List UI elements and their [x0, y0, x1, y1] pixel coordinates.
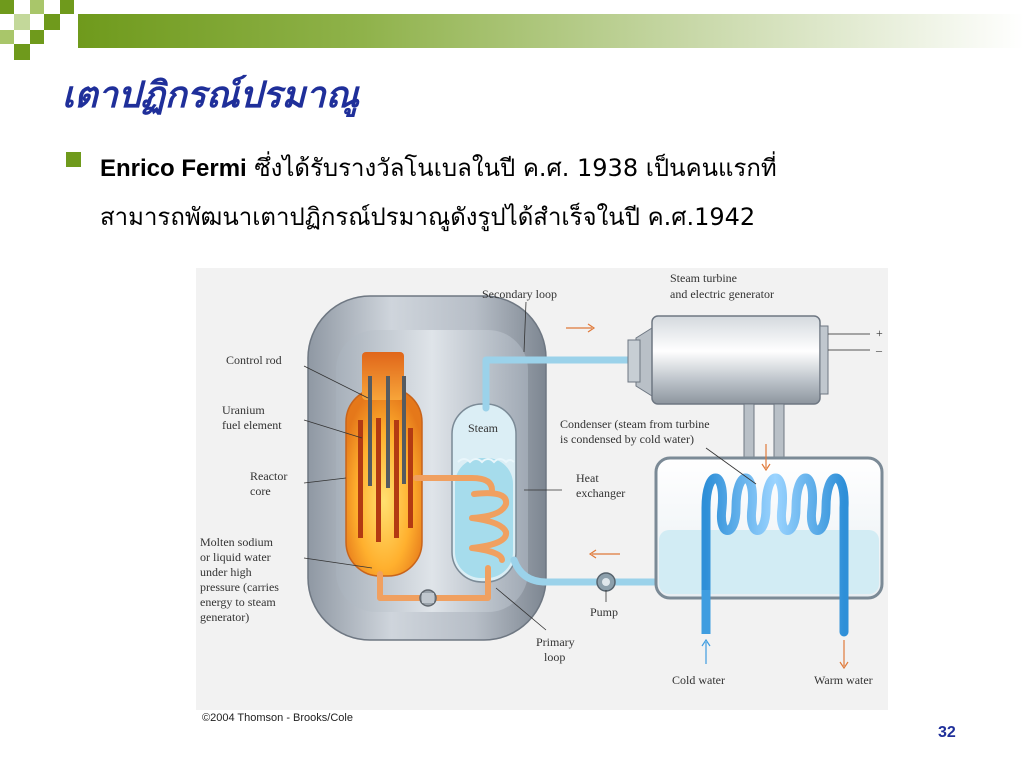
condenser: [654, 403, 884, 637]
reactor-diagram: Secondary loop Steam turbine and electri…: [196, 268, 888, 710]
reactor-core: [345, 352, 423, 577]
label-condenser-1: Condenser (steam from turbine: [560, 417, 710, 431]
label-condenser-2: is condensed by cold water): [560, 432, 694, 446]
label-reactor-1: Reactor: [250, 469, 287, 483]
label-steam-turbine-2: and electric generator: [670, 287, 774, 301]
label-molten-5: energy to steam: [200, 595, 276, 609]
label-molten-6: generator): [200, 610, 249, 624]
slide-number: 32: [938, 724, 956, 741]
bullet-line-2: สามารถพัฒนาเตาปฏิกรณ์ปรมาณูดังรูปได้สำเร…: [100, 203, 756, 231]
bullet-line-1: Enrico Fermi ซึ่งได้รับรางวัลโนเบลในปี ค…: [100, 144, 1000, 193]
label-uranium-1: Uranium: [222, 403, 265, 417]
slide-title: เตาปฏิกรณ์ปรมาณู: [62, 74, 359, 116]
label-control-rod: Control rod: [226, 353, 282, 367]
corner-decoration: [0, 0, 74, 60]
label-uranium-2: fuel element: [222, 418, 282, 432]
label-molten-1: Molten sodium: [200, 535, 274, 549]
secondary-loop: [482, 356, 660, 586]
label-secondary-loop: Secondary loop: [482, 287, 557, 301]
bullet-name: Enrico Fermi: [100, 155, 247, 182]
label-pump: Pump: [590, 605, 618, 619]
bullet-text: Enrico Fermi ซึ่งได้รับรางวัลโนเบลในปี ค…: [100, 144, 1000, 241]
label-primary-loop-1: Primary: [536, 635, 575, 649]
label-steam: Steam: [468, 421, 499, 435]
flow-arrows: [566, 323, 849, 670]
control-rod: [368, 376, 372, 486]
label-molten-3: under high: [200, 565, 252, 579]
label-cold-water: Cold water: [672, 673, 725, 687]
bullet-square-icon: [66, 152, 81, 167]
label-molten-2: or liquid water: [200, 550, 271, 564]
bullet-line-1-rest: ซึ่งได้รับรางวัลโนเบลในปี ค.ศ. 1938 เป็น…: [246, 154, 777, 182]
secondary-pump: [596, 572, 616, 592]
label-minus: –: [875, 343, 883, 357]
label-reactor-2: core: [250, 484, 271, 498]
label-heat-exchanger-1: Heat: [576, 471, 599, 485]
steam-turbine: [627, 315, 870, 405]
label-leader-lines: [303, 301, 757, 631]
label-steam-turbine-1: Steam turbine: [670, 271, 737, 285]
label-plus: +: [876, 326, 883, 340]
diagram-copyright: ©2004 Thomson - Brooks/Cole: [202, 712, 353, 724]
label-warm-water: Warm water: [814, 673, 873, 687]
label-primary-loop-2: loop: [544, 650, 565, 664]
label-heat-exchanger-2: exchanger: [576, 486, 625, 500]
label-molten-4: pressure (carries: [200, 580, 279, 594]
header-bar: [78, 14, 1024, 48]
primary-pump: [419, 589, 437, 607]
